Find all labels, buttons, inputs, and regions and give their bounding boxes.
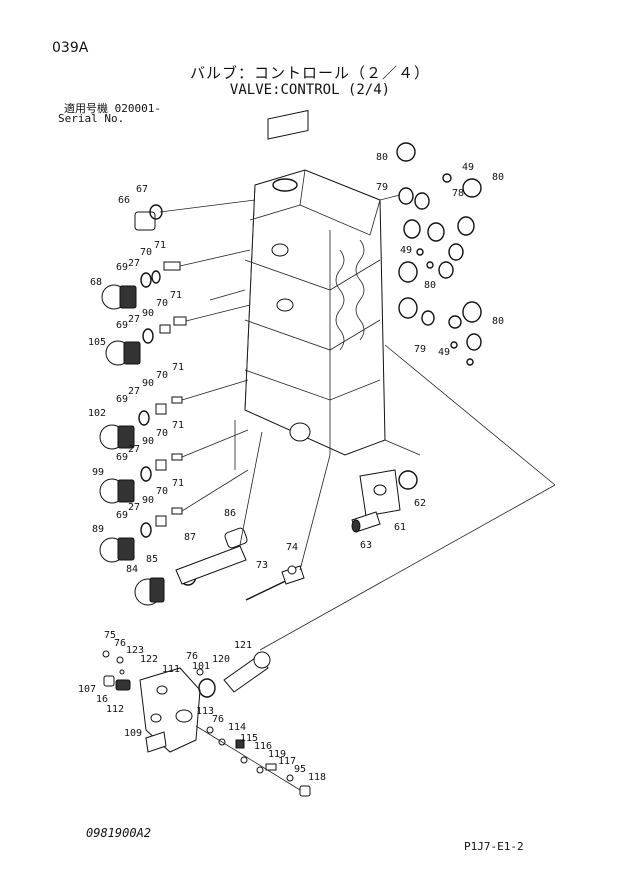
callout-label: 70: [156, 298, 168, 309]
callout-label: 80: [492, 172, 504, 183]
callout-label: 27: [128, 258, 140, 269]
right-seals-group: [396, 142, 482, 366]
callout-label: 87: [184, 532, 196, 543]
callout-label: 121: [234, 640, 252, 651]
callout-label: 80: [376, 152, 388, 163]
callout-label: 61: [394, 522, 406, 533]
callout-label: 120: [212, 654, 230, 665]
callout-label: 63: [360, 540, 372, 551]
callout-label: 90: [142, 436, 154, 447]
callout-label: 69: [116, 320, 128, 331]
sheet-code: P1J7-E1-2: [464, 840, 524, 853]
callout-labels: 80 49 78 80 79 49 80 80 79 49 62 61 63 6…: [78, 152, 504, 783]
callout-label: 80: [492, 316, 504, 327]
cover-plate-group: [351, 469, 418, 533]
callout-label: 49: [462, 162, 474, 173]
callout-label: 113: [196, 706, 214, 717]
callout-label: 115: [240, 733, 258, 744]
callout-label: 69: [116, 394, 128, 405]
callout-label: 79: [376, 182, 388, 193]
document-code: 0981900A2: [86, 826, 152, 840]
page-title-english: VALVE:CONTROL (2/4): [229, 82, 391, 98]
callout-label: 73: [256, 560, 268, 571]
callout-label: 16: [96, 694, 108, 705]
callout-label: 27: [128, 314, 140, 325]
callout-label: 69: [116, 452, 128, 463]
callout-label: 71: [172, 478, 184, 489]
callout-label: 71: [172, 420, 184, 431]
callout-label: 71: [154, 240, 166, 251]
callout-label: 90: [142, 308, 154, 319]
callout-label: 69: [116, 510, 128, 521]
callout-label: 80: [424, 280, 436, 291]
page-title-japanese: バルブ：コントロール（２／４）: [189, 64, 430, 82]
serial-label-japanese: 適用号機 020001-: [64, 102, 161, 115]
callout-label: 101: [192, 661, 210, 672]
serial-label-english: Serial No.: [58, 112, 125, 125]
callout-label: 76: [114, 638, 126, 649]
callout-label: 111: [162, 664, 180, 675]
callout-label: 70: [156, 486, 168, 497]
callout-label: 102: [88, 408, 106, 419]
callout-label: 68: [90, 277, 102, 288]
callout-label: 70: [156, 370, 168, 381]
callout-label: 114: [228, 722, 246, 733]
callout-label: 74: [286, 542, 298, 553]
callout-label: 70: [140, 247, 152, 258]
callout-label: 119: [268, 749, 286, 760]
leader-lines: [159, 194, 556, 651]
callout-label: 90: [142, 378, 154, 389]
callout-label: 123: [126, 645, 144, 656]
callout-label: 49: [400, 245, 412, 256]
callout-label: 89: [92, 524, 104, 535]
callout-label: 27: [128, 502, 140, 513]
callout-label: 49: [438, 347, 450, 358]
callout-label: 116: [254, 741, 272, 752]
callout-label: 67: [136, 184, 148, 195]
callout-label: 105: [88, 337, 106, 348]
callout-label: 27: [128, 444, 140, 455]
page-code: 039A: [52, 40, 89, 56]
relief-valve-subassembly: [102, 650, 311, 797]
callout-label: 69: [116, 262, 128, 273]
callout-label: 70: [156, 428, 168, 439]
callout-label: 85: [146, 554, 158, 565]
callout-label: 99: [92, 467, 104, 478]
callout-label: 71: [170, 290, 182, 301]
spool-assemblies-left: [99, 204, 305, 606]
callout-label: 78: [452, 188, 464, 199]
callout-label: 122: [140, 654, 158, 665]
valve-body: [244, 109, 386, 456]
callout-label: 79: [414, 344, 426, 355]
callout-label: 66: [118, 195, 130, 206]
callout-label: 75: [104, 630, 116, 641]
callout-label: 76: [186, 651, 198, 662]
callout-label: 107: [78, 684, 96, 695]
callout-label: 109: [124, 728, 142, 739]
callout-label: 86: [224, 508, 236, 519]
callout-label: 71: [172, 362, 184, 373]
callout-label: 118: [308, 772, 326, 783]
callout-label: 117: [278, 756, 296, 767]
callout-label: 84: [126, 564, 138, 575]
callout-label: 27: [128, 386, 140, 397]
callout-label: 62: [414, 498, 426, 509]
callout-label: 112: [106, 704, 124, 715]
callout-label: 95: [294, 764, 306, 775]
callout-label: 76: [212, 714, 224, 725]
callout-label: 90: [142, 495, 154, 506]
